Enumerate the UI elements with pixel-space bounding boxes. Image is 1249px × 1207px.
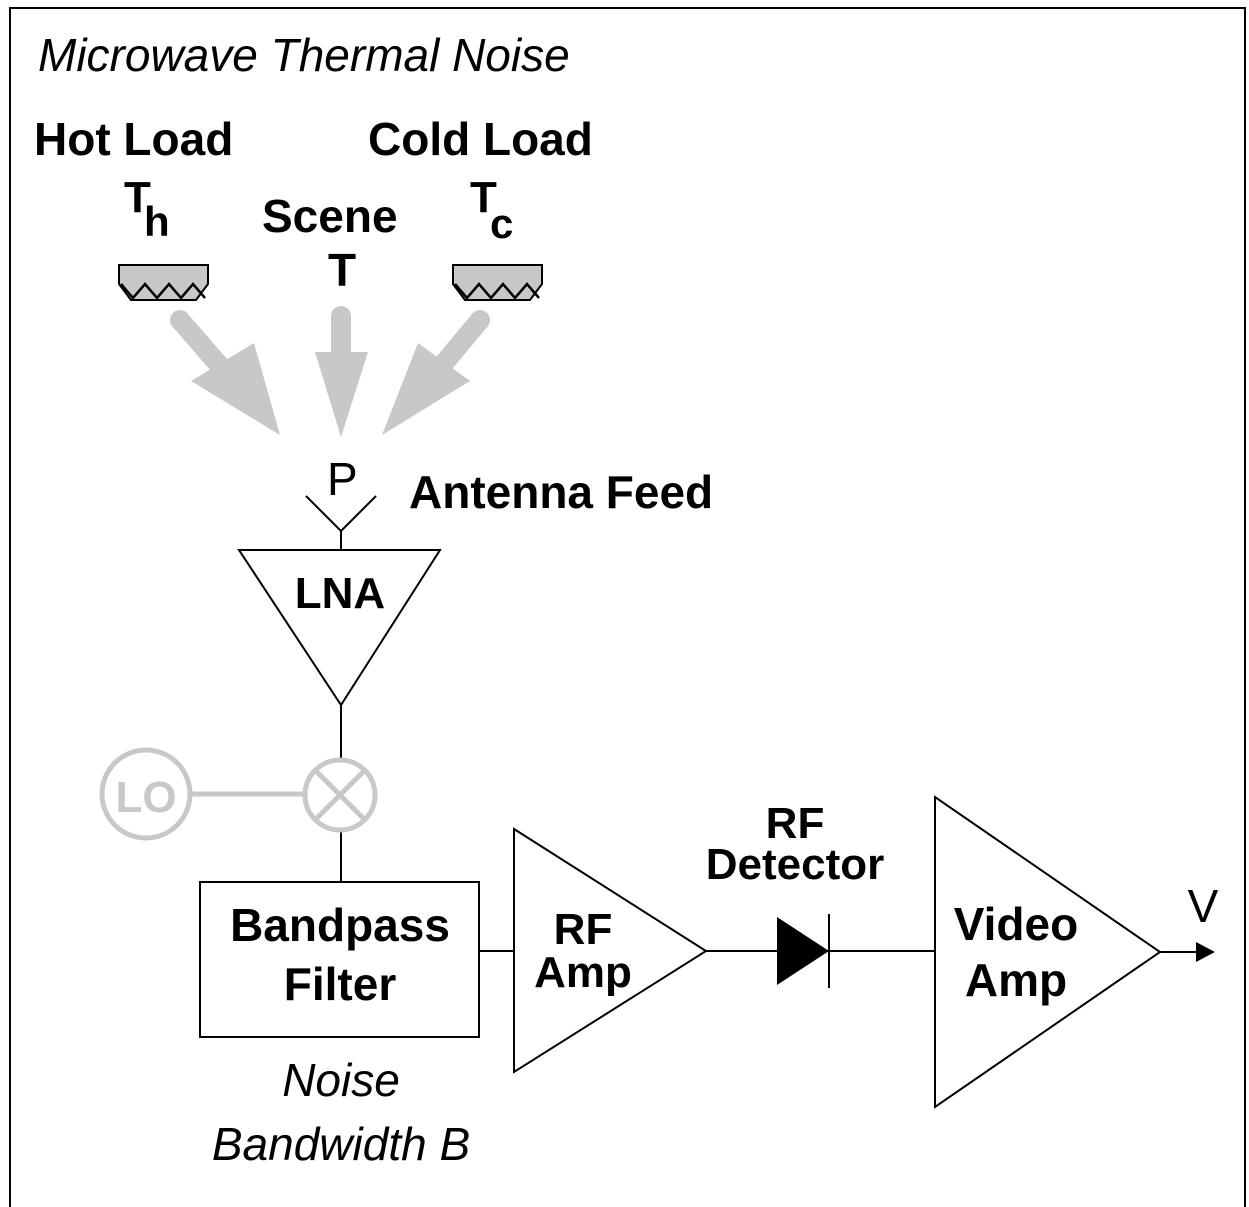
cold-load-icon xyxy=(452,264,543,301)
hot-load-temp-symbol: T xyxy=(124,173,151,222)
mixer-icon xyxy=(302,757,378,833)
filter-label-line2: Filter xyxy=(284,958,397,1010)
hot-load-label: Hot Load xyxy=(34,113,233,165)
noise-bandwidth-caption-line2: Bandwidth B xyxy=(212,1118,470,1170)
rf-detector-diode-icon xyxy=(777,914,830,988)
scene-label: Scene xyxy=(262,190,398,242)
noise-bandwidth-caption-line1: Noise xyxy=(282,1054,400,1106)
antenna-feed-label: Antenna Feed xyxy=(409,466,713,518)
rf-amp-label-line1: RF xyxy=(554,905,613,954)
cold-load-temp-symbol: T xyxy=(470,173,497,222)
rf-detector-label-line2: Detector xyxy=(706,840,885,889)
rf-detector-label-line1: RF xyxy=(766,799,825,848)
bandpass-filter-box xyxy=(199,881,480,1038)
rf-amp-label-line2: Amp xyxy=(534,948,632,997)
lna-label: LNA xyxy=(295,569,385,618)
video-amp-label-line2: Amp xyxy=(965,954,1067,1006)
video-amp-label-line1: Video xyxy=(954,898,1078,950)
output-arrow-icon xyxy=(1160,942,1215,962)
hot-load-arrow-icon xyxy=(170,310,280,435)
output-voltage-label: V xyxy=(1188,880,1219,932)
diagram-title: Microwave Thermal Noise xyxy=(38,29,570,81)
cold-load-label: Cold Load xyxy=(368,113,593,165)
hot-load-icon xyxy=(118,264,209,301)
filter-label-line1: Bandpass xyxy=(230,899,450,951)
scene-arrow-icon xyxy=(315,306,368,437)
video-amp-triangle xyxy=(934,795,1162,1109)
antenna-power-label: P xyxy=(327,453,358,505)
lna-triangle xyxy=(237,549,442,707)
rf-amp-triangle xyxy=(513,827,708,1074)
lo-circle xyxy=(99,747,193,841)
hot-load-temp-subscript: h xyxy=(144,198,170,245)
cold-load-arrow-icon xyxy=(382,310,490,435)
antenna-icon xyxy=(305,495,377,550)
diagram-frame xyxy=(9,7,1246,1207)
lo-label: LO xyxy=(115,773,176,822)
cold-load-temp-subscript: c xyxy=(490,200,513,247)
scene-temp-symbol: T xyxy=(328,244,356,296)
